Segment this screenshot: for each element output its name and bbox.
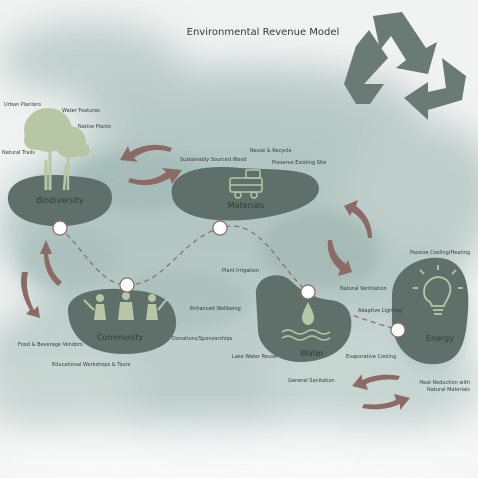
- node-biodiversity: [52, 220, 68, 236]
- cycle-arrows: [21, 144, 410, 410]
- cart-icon: [229, 169, 263, 199]
- lightbulb-icon: [413, 265, 463, 315]
- label-water-features: Water Features: [62, 108, 100, 114]
- connector-nodes: [52, 220, 406, 338]
- label-urban-planters: Urban Planters: [4, 102, 41, 108]
- annotation-labels: Urban Planters Water Features Native Pla…: [2, 102, 470, 393]
- label-heat-reduction-2: Natural Materials: [427, 387, 470, 393]
- label-passive-cooling-heating: Passive Cooling/Heating: [410, 250, 470, 256]
- people-icon: [83, 292, 167, 320]
- label-evaporative-cooling: Evaporative Cooling: [346, 354, 396, 360]
- page-title: Environmental Revenue Model: [187, 27, 340, 38]
- label-sustainably-sourced-wood: Sustainably Sourced Wood: [180, 157, 247, 163]
- label-native-plants: Native Plants: [78, 124, 111, 130]
- zone-label-energy: Energy: [426, 334, 454, 343]
- label-heat-reduction: Heat Reduction with: [419, 380, 470, 386]
- label-enhanced-wellbeing: Enhanced Wellbeing: [190, 306, 241, 312]
- label-donations-sponsorships: Donations/Sponsorships: [172, 336, 233, 342]
- recycle-icon: [344, 12, 466, 120]
- label-food-beverage-vendors: Food & Beverage Vendors: [18, 342, 83, 348]
- water-drop-icon: [281, 302, 331, 341]
- label-adaptive-lighting: Adaptive Lighting: [358, 308, 402, 314]
- zone-label-community: Community: [97, 333, 144, 342]
- label-lake-water-reuse: Lake Water Reuse: [232, 354, 277, 360]
- label-natural-trails: Natural Trails: [2, 150, 35, 156]
- zone-energy: Energy: [392, 257, 469, 365]
- zone-label-materials: Materials: [228, 201, 265, 210]
- label-educational-workshops-tours: Educational Workshops & Tours: [52, 362, 131, 368]
- tree-icon: [24, 108, 90, 191]
- arrow-materials-energy: [327, 200, 372, 276]
- arrow-water-energy: [352, 374, 410, 410]
- node-energy: [390, 322, 406, 338]
- label-reuse-recycle: Reuse & Recycle: [250, 148, 292, 154]
- zone-biodiversity: Biodiversity: [7, 174, 112, 227]
- label-natural-ventilation: Natural Ventilation: [340, 286, 387, 292]
- node-water: [300, 284, 316, 300]
- node-community: [119, 277, 135, 293]
- arrow-bio-community: [21, 240, 62, 318]
- label-plant-irrigation: Plant Irrigation: [222, 268, 259, 274]
- label-preserve-existing-site: Preserve Existing Site: [272, 160, 326, 166]
- zone-label-water: Water: [300, 349, 324, 358]
- label-general-sanitation: General Sanitation: [288, 378, 335, 384]
- node-materials: [212, 220, 228, 236]
- zone-label-biodiversity: Biodiversity: [36, 196, 83, 205]
- arrow-bio-materials: [120, 144, 182, 186]
- zone-materials: Materials: [171, 167, 319, 221]
